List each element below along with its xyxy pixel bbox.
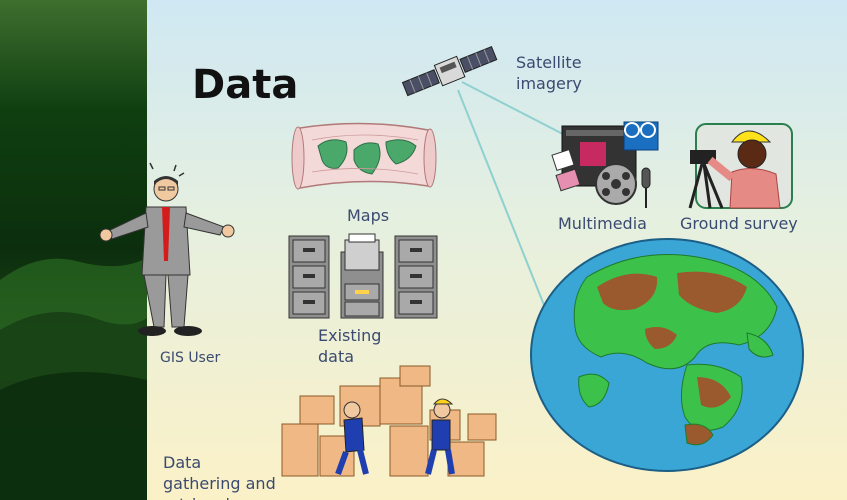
data-gathering-boxes-icon	[280, 366, 500, 481]
multimedia-icon	[552, 122, 662, 210]
existing-label-line2: data	[318, 346, 354, 367]
ground-survey-icon	[680, 120, 796, 210]
maps-label: Maps	[347, 205, 389, 226]
multimedia-label: Multimedia	[558, 213, 647, 234]
filing-cabinets-icon	[287, 232, 440, 320]
existing-label-line1: Existing	[318, 325, 381, 346]
earth-globe-icon	[527, 237, 807, 475]
gathering-label-line3: retrieval	[163, 494, 230, 500]
satellite-icon	[400, 42, 500, 102]
gis-user-label: GIS User	[160, 348, 220, 369]
map-scroll-icon	[288, 120, 438, 195]
gathering-label-line2: gathering and	[163, 473, 276, 494]
gathering-label-line1: Data	[163, 452, 201, 473]
satellite-label-line1: Satellite	[516, 52, 582, 73]
gis-user-figure	[96, 165, 242, 340]
ground-survey-label: Ground survey	[680, 213, 798, 234]
satellite-label-line2: imagery	[516, 73, 582, 94]
